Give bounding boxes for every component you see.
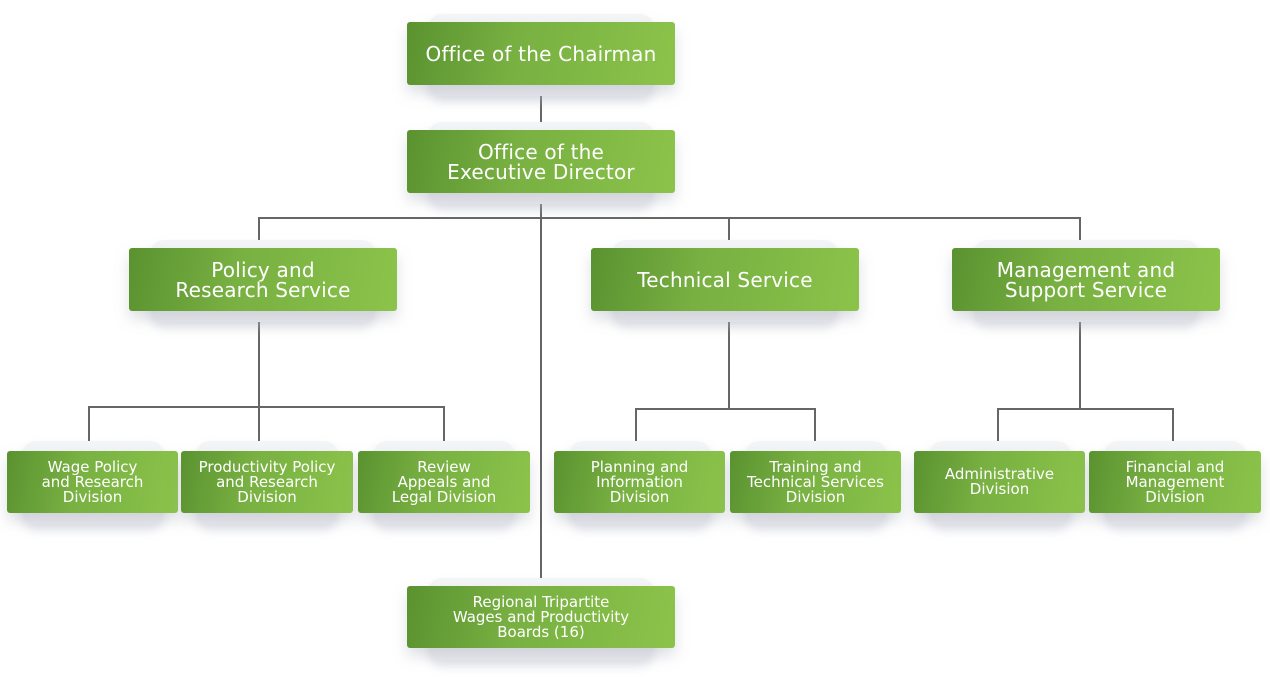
node-regional-boards: Regional Tripartite Wages and Productivi… (407, 586, 675, 648)
connector-management-divisions (997, 311, 1174, 451)
node-chairman: Office of the Chairman (407, 22, 675, 85)
node-technical-service: Technical Service (591, 248, 859, 311)
node-label: Planning and Information Division (590, 457, 689, 506)
node-training-technical-division: Training and Technical Services Division (730, 451, 901, 513)
node-planning-information-division: Planning and Information Division (554, 451, 725, 513)
node-label: Productivity Policy and Research Divisio… (198, 457, 336, 506)
node-review-appeals-division: Review Appeals and Legal Division (358, 451, 530, 513)
node-label: Review Appeals and Legal Division (391, 457, 497, 506)
node-label: Administrative Division (944, 465, 1055, 498)
node-wage-policy-division: Wage Policy and Research Division (7, 451, 178, 513)
node-financial-management-division: Financial and Management Division (1089, 451, 1261, 513)
node-productivity-policy-division: Productivity Policy and Research Divisio… (181, 451, 353, 513)
node-label: Office of the Chairman (425, 41, 657, 66)
node-management-support-service: Management and Support Service (952, 248, 1220, 311)
node-label: Policy and Research Service (175, 257, 351, 302)
connector-technical-divisions (635, 311, 816, 451)
node-label: Financial and Management Division (1125, 457, 1225, 506)
node-policy-research-service: Policy and Research Service (129, 248, 397, 311)
node-label: Technical Service (637, 267, 813, 292)
connector-policy-divisions (88, 311, 445, 451)
node-label: Training and Technical Services Division (747, 457, 884, 506)
node-label: Wage Policy and Research Division (41, 457, 144, 506)
node-label: Office of the Executive Director (447, 139, 635, 184)
node-label: Regional Tripartite Wages and Productivi… (452, 592, 630, 641)
node-executive-director: Office of the Executive Director (407, 130, 675, 193)
node-label: Management and Support Service (996, 257, 1176, 302)
node-administrative-division: Administrative Division (914, 451, 1085, 513)
